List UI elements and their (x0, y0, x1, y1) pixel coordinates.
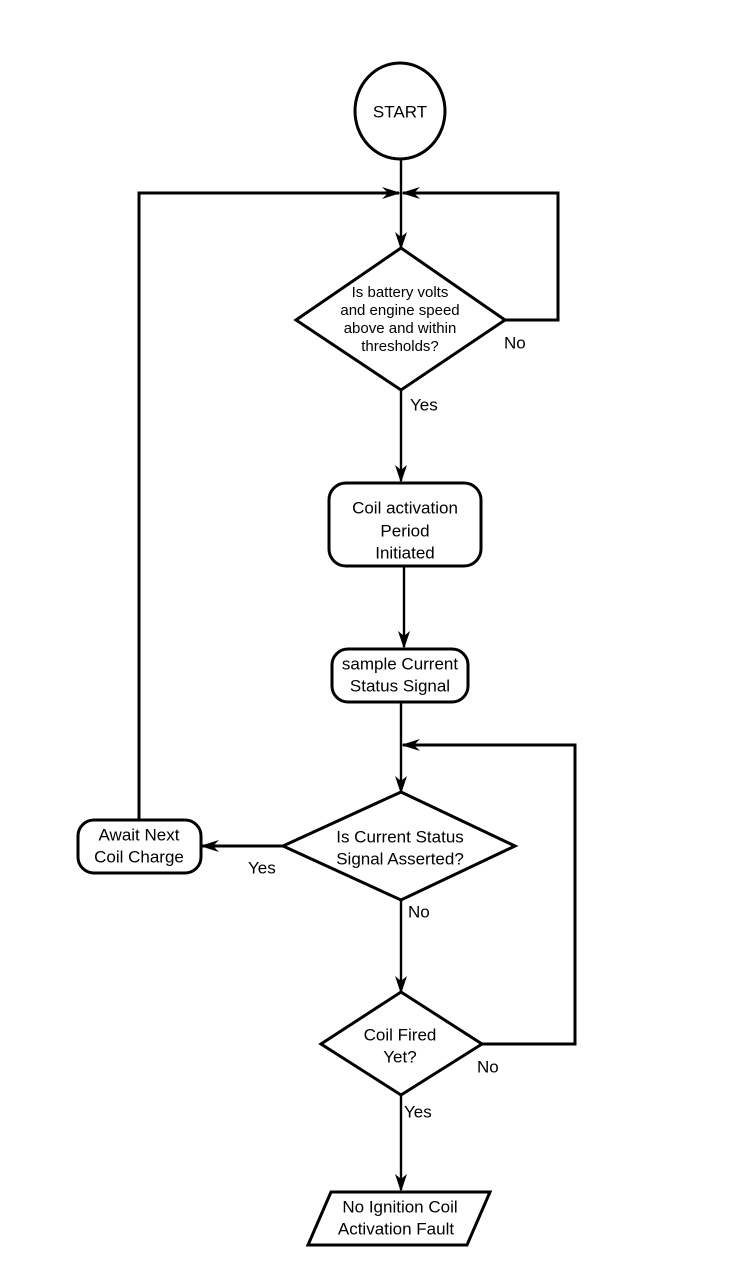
await-next-box (76, 818, 203, 875)
conditions-line-3: above and within (344, 320, 457, 337)
arrowhead-into-asserted (395, 776, 407, 794)
arrowhead-into-activation (395, 465, 407, 483)
coil-activation-line-2: Period (380, 521, 429, 540)
arrowhead-into-conditions (395, 232, 407, 250)
sample-signal-line-2: Status Signal (350, 676, 450, 695)
arrowhead-into-await (200, 840, 219, 852)
node-coil-fired[interactable]: Coil Fired Yet? (318, 990, 485, 1097)
edge-label-fired-no: No (477, 1057, 499, 1076)
fault-output-line-1: No Ignition Coil (342, 1197, 457, 1216)
edge-label-asserted-no: No (408, 902, 430, 921)
node-coil-activation[interactable]: Coil activation Period Initiated (327, 481, 483, 568)
edge-label-fired-yes: Yes (404, 1102, 432, 1121)
arrowhead-left-loop-merge (382, 187, 401, 199)
sample-signal-box (330, 647, 470, 704)
connector-fired-no-loop (403, 743, 577, 1046)
await-next-line-1: Await Next (99, 825, 180, 844)
coil-fired-line-2: Yet? (383, 1047, 416, 1066)
coil-activation-line-3: Initiated (375, 543, 435, 562)
edge-label-conditions-no: No (504, 333, 526, 352)
node-fault-output[interactable]: No Ignition Coil Activation Fault (305, 1190, 493, 1247)
await-next-line-2: Coil Charge (94, 847, 184, 866)
edge-label-conditions-yes: Yes (410, 395, 438, 414)
signal-asserted-line-1: Is Current Status (336, 827, 464, 846)
coil-fired-line-1: Coil Fired (364, 1025, 437, 1044)
connector-await-loop-back (137, 191, 399, 820)
node-start[interactable]: START (353, 61, 447, 161)
coil-activation-line-1: Coil activation (352, 498, 458, 517)
node-await-next[interactable]: Await Next Coil Charge (76, 818, 203, 875)
connector-conditions-no-loop (403, 191, 560, 322)
fault-output-line-2: Activation Fault (338, 1219, 454, 1238)
start-label: START (373, 102, 427, 121)
fault-output-parallelogram (305, 1190, 493, 1247)
node-check-conditions[interactable]: Is battery volts and engine speed above … (293, 246, 508, 392)
signal-asserted-line-2: Signal Asserted? (336, 849, 464, 868)
conditions-line-4: thresholds? (361, 338, 439, 355)
coil-activation-box (327, 481, 483, 568)
arrowhead-into-sample (398, 631, 410, 649)
conditions-line-1: Is battery volts (352, 284, 449, 301)
conditions-line-2: and engine speed (340, 302, 459, 319)
arrowhead-into-output (395, 1174, 407, 1192)
signal-asserted-diamond (279, 790, 519, 902)
node-sample-signal[interactable]: sample Current Status Signal (330, 647, 470, 704)
coil-fired-diamond (318, 990, 485, 1097)
edge-label-asserted-yes: Yes (248, 858, 276, 877)
arrowhead-into-fired (395, 976, 407, 994)
arrowhead-fired-no-merge (401, 739, 420, 751)
conditions-diamond (293, 246, 508, 392)
start-circle (353, 61, 447, 161)
node-signal-asserted[interactable]: Is Current Status Signal Asserted? (279, 790, 519, 902)
arrowhead-right-loop-merge (401, 187, 420, 199)
sample-signal-line-1: sample Current (342, 654, 458, 673)
